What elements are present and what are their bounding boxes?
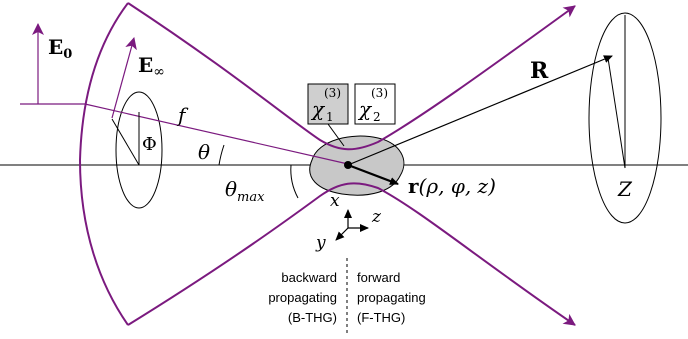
r-label: r(ρ, φ, z) <box>408 174 496 198</box>
theta-max-label: θmax <box>225 177 265 205</box>
Z-label: Z <box>617 177 633 201</box>
chi1-label: χ <box>310 97 326 121</box>
backward-line2: propagating <box>268 290 337 305</box>
beam-upper-left <box>78 2 129 326</box>
detector-ellipse <box>588 12 662 224</box>
detector-chord-line <box>607 57 626 169</box>
focal-point <box>344 161 352 169</box>
axis-z-label: z <box>371 207 382 227</box>
axis-y-arrow <box>335 227 349 241</box>
chi2-label: χ <box>357 97 373 121</box>
forward-line2: propagating <box>357 290 426 305</box>
theta-label: θ <box>198 140 210 164</box>
f-label: f <box>176 103 189 127</box>
einf-label: E∞ <box>138 53 165 80</box>
forward-line1: forward <box>357 270 400 285</box>
chi2-sub: 2 <box>373 110 381 124</box>
nonlinear-medium <box>309 135 405 196</box>
pupil-radius-line <box>111 118 140 166</box>
e0-label: E0 <box>48 35 72 62</box>
backward-line3: (B-THG) <box>288 310 337 325</box>
backward-line1: backward <box>281 270 337 285</box>
axis-x-label: x <box>330 191 340 211</box>
beam-upper-profile <box>127 2 576 151</box>
chi1-pointer <box>327 123 345 147</box>
chi1-sup: (3) <box>324 86 341 100</box>
chi1-box <box>307 83 349 125</box>
R-label: R <box>530 58 549 84</box>
axis-y-label: y <box>315 233 326 253</box>
einf-vector <box>111 37 137 119</box>
r-position-vector <box>347 163 399 186</box>
pupil-ellipse <box>115 91 163 209</box>
chi2-box <box>354 83 396 125</box>
theta-max-arc <box>290 164 299 199</box>
phi-label: Φ <box>142 134 157 155</box>
r-far-vector <box>347 55 613 166</box>
chi2-sup: (3) <box>371 86 388 100</box>
forward-line3: (F-THG) <box>357 310 405 325</box>
chi1-sub: 1 <box>326 110 334 124</box>
theta-arc <box>218 144 225 166</box>
beam-lower-profile <box>127 182 576 326</box>
